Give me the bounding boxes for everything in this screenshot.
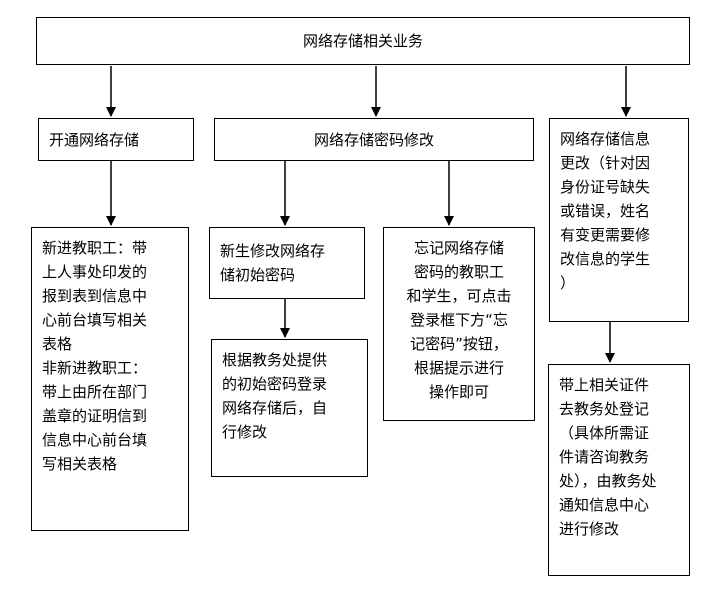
- password-change-box: 网络存储密码修改: [214, 118, 534, 161]
- new-student-label: 新生修改网络存 储初始密码: [220, 242, 326, 284]
- title-text: 网络存储相关业务: [302, 32, 423, 50]
- info-change-detail-text: 带上相关证件 去教务处登记 （具体所需证 件请咨询教务 处），由教务处 通知信息…: [559, 376, 657, 538]
- title-box: 网络存储相关业务: [36, 17, 690, 65]
- open-storage-detail-box: 新进教职工：带 上人事处印发的 报到表到信息中 心前台填写相关 表格 非新进教职…: [31, 227, 189, 531]
- info-change-label: 网络存储信息 更改（针对因 身份证号缺失 或错误，姓名 有变更需要修 改信息的学…: [560, 130, 651, 292]
- new-student-box: 新生修改网络存 储初始密码: [209, 227, 365, 299]
- new-student-detail-box: 根据教务处提供 的初始密码登录 网络存储后，自 行修改: [211, 339, 368, 477]
- password-change-label: 网络存储密码修改: [313, 130, 434, 149]
- forgot-password-box: 忘记网络存储 密码的教职工 和学生，可点击 登录框下方“忘 记密码”按钮， 根据…: [383, 227, 535, 421]
- new-student-detail-text: 根据教务处提供 的初始密码登录 网络存储后，自 行修改: [222, 351, 328, 441]
- open-storage-label: 开通网络存储: [49, 130, 140, 149]
- info-change-detail-box: 带上相关证件 去教务处登记 （具体所需证 件请咨询教务 处），由教务处 通知信息…: [548, 364, 690, 576]
- forgot-password-text: 忘记网络存储 密码的教职工 和学生，可点击 登录框下方“忘 记密码”按钮， 根据…: [406, 239, 512, 401]
- info-change-box: 网络存储信息 更改（针对因 身份证号缺失 或错误，姓名 有变更需要修 改信息的学…: [549, 118, 689, 322]
- open-storage-box: 开通网络存储: [38, 118, 194, 161]
- open-storage-detail-text: 新进教职工：带 上人事处印发的 报到表到信息中 心前台填写相关 表格 非新进教职…: [42, 239, 148, 473]
